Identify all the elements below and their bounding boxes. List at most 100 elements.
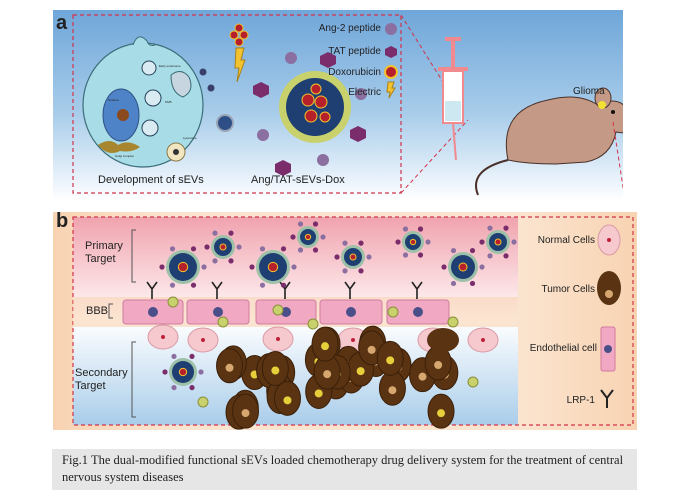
peptide-ligand (171, 384, 177, 391)
tumor-cell-nucleus (437, 409, 446, 418)
small-sev (217, 316, 229, 328)
sevs-particles-group (159, 221, 517, 408)
peptide-ligand (334, 254, 340, 260)
normal-cell-nucleus (161, 335, 165, 339)
zoom-line-top (400, 14, 449, 91)
peptide-ligand (469, 280, 476, 287)
tumor-cell-nucleus (225, 363, 234, 372)
peptide-ligand (212, 258, 218, 264)
peptide-ligand (366, 254, 372, 260)
peptide-ligand (395, 239, 401, 245)
peptide-ligand (342, 268, 348, 274)
peptide-ligand (162, 369, 168, 375)
dox-payload (219, 243, 227, 251)
cell-diagram (82, 36, 215, 168)
peptide-ligand (450, 280, 457, 287)
syringe-icon (438, 37, 468, 161)
peptide-ligand (259, 282, 266, 288)
normal-cell-nucleus (351, 338, 355, 342)
mouse-illustration (475, 87, 623, 196)
tumor-cell-nucleus (314, 389, 323, 398)
small-sev (272, 304, 284, 316)
small-sev (307, 318, 319, 330)
peptide-ligand (169, 246, 176, 252)
legend-endothelial-label: Endothelial cell (529, 343, 597, 354)
peptide-ligand (204, 244, 210, 250)
ang2-peptide-icon (385, 23, 397, 35)
tumor-cell-nucleus (271, 366, 280, 375)
peptide-ligand (189, 384, 195, 391)
panel-b-letter: b (56, 210, 69, 232)
peptide-ligand (259, 246, 266, 252)
lysosome-label: Lysosome (183, 136, 197, 140)
primary-target-label: Primary Target (85, 240, 123, 265)
peptide-ligand (342, 240, 348, 246)
normal-cell-nucleus (201, 338, 205, 342)
dox-payload (349, 253, 357, 261)
tumor-cell-icon (597, 271, 621, 305)
bbb-bracket (108, 303, 113, 319)
peptide-ligand (159, 264, 165, 270)
panel-b-artwork (72, 216, 634, 430)
endothelial-nucleus (148, 307, 158, 317)
peptide-ligand (479, 264, 485, 270)
tumor-cell-nucleus (241, 409, 250, 418)
peptide-ligand (450, 247, 457, 254)
peptide-ligand (503, 253, 509, 259)
ang-tat-sev-dox-particle (253, 52, 367, 176)
lrp1-receptor (146, 281, 158, 299)
peptide-ligand (249, 264, 255, 270)
panel-a-letter: a (56, 12, 68, 34)
peptide-ligand (297, 247, 304, 253)
dox-payload (409, 238, 417, 246)
endothelial-layer (122, 281, 450, 325)
tumor-cell-nucleus (367, 345, 376, 354)
electric-icon (386, 81, 396, 99)
lrp1-receptor (211, 281, 223, 299)
electroporation-illustration (216, 23, 249, 132)
bbb-label: BBB (86, 305, 109, 317)
peptide-ligand (425, 239, 431, 245)
tumor-cell-nucleus (356, 367, 365, 376)
peptide-ligand (212, 230, 218, 236)
development-of-sevs-label: Development of sEVs (98, 174, 204, 186)
endothelial-nucleus (281, 307, 291, 317)
tumor-cell (427, 328, 459, 352)
peptide-ligand (291, 264, 297, 270)
legend-tat-label: TAT peptide (328, 46, 381, 57)
legend-normal-cells-label: Normal Cells (537, 235, 595, 246)
lrp1-receptor (344, 281, 356, 299)
peptide-ligand (228, 230, 234, 236)
peptide-ligand (487, 253, 493, 259)
peptide-ligand (290, 234, 296, 240)
peptide-ligand (228, 258, 234, 264)
peptide-ligand (402, 226, 409, 232)
legend-tumor-cells-label: Tumor Cells (541, 284, 595, 295)
small-sev (167, 296, 179, 308)
secondary-bracket (131, 341, 136, 418)
panel-a-artwork (72, 14, 623, 196)
tumor-cells-group (216, 325, 459, 430)
nucleus-label: Nucleus (108, 98, 119, 102)
peptide-ligand (190, 282, 197, 288)
peptide-ligand (469, 247, 476, 254)
endothelial-nucleus (213, 307, 223, 317)
panel-a-dashed-frame (72, 14, 402, 194)
tumor-cell-nucleus (434, 360, 443, 369)
dox-payload (494, 238, 502, 246)
normal-cell-nucleus (276, 337, 280, 341)
peptide-ligand (198, 369, 204, 375)
panel-b: b Primary Target BBB Secondary Target No… (53, 210, 637, 430)
small-sev (387, 306, 399, 318)
normal-cell-nucleus (481, 338, 485, 342)
peptide-ligand (312, 247, 319, 253)
dox-payload (267, 261, 279, 273)
tat-peptide-icon (385, 46, 397, 58)
peptide-ligand (358, 240, 364, 246)
tumor-cell-nucleus (321, 342, 330, 351)
dox-payload (304, 233, 312, 241)
small-sev (197, 396, 209, 408)
peptide-ligand (358, 268, 364, 274)
legend-lrp1-label: LRP-1 (566, 395, 595, 406)
zoom-line-bottom (400, 119, 469, 194)
